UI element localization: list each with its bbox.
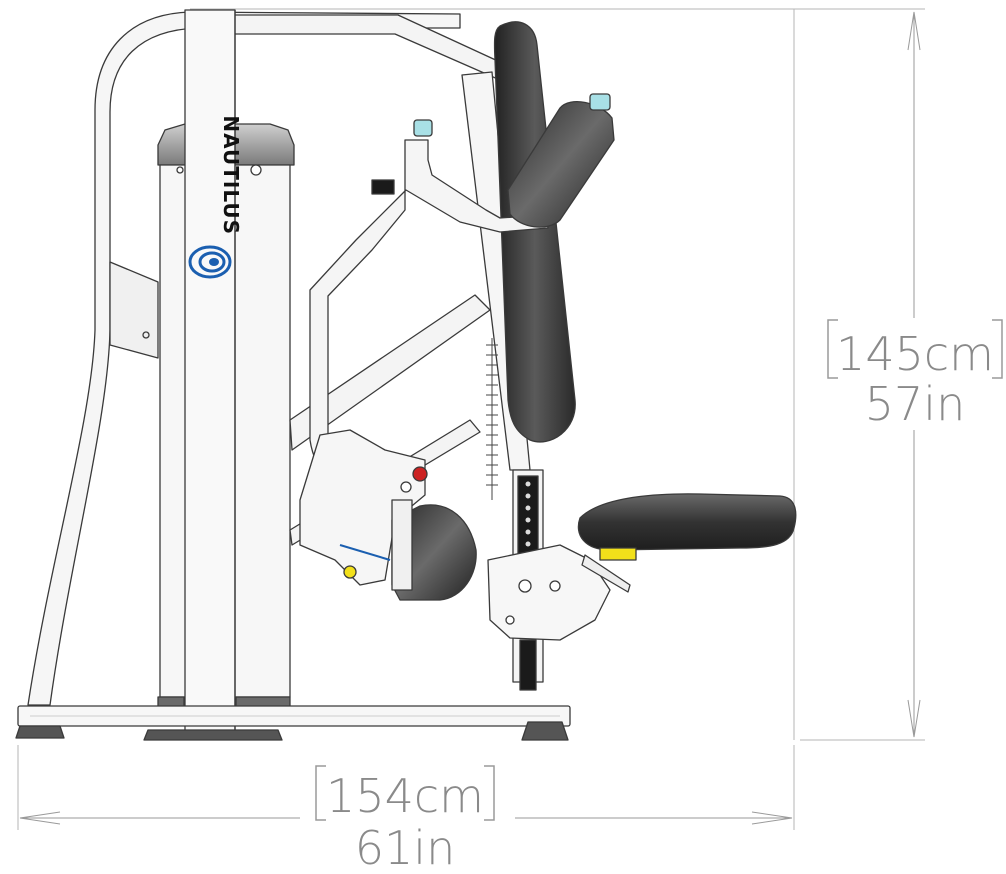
width-label: 154cm 61in — [315, 765, 495, 874]
machine-illustration: NAUTILUS — [15, 9, 797, 741]
brand-name-text: NAUTILUS — [219, 115, 243, 235]
pivot-housing — [299, 429, 426, 586]
width-cm-text: 154cm — [326, 769, 484, 823]
seat-pad — [577, 493, 797, 551]
height-in-text: 57in — [865, 377, 965, 431]
front-foot — [521, 721, 569, 741]
width-in-text: 61in — [355, 821, 455, 874]
selector-pin-knob — [412, 466, 428, 482]
arm-tip-cap — [413, 119, 433, 137]
brand-swirl-icon — [188, 245, 232, 279]
side-shroud — [109, 261, 159, 359]
main-upright — [184, 9, 236, 739]
center-foot — [143, 729, 283, 741]
seat-warning-label — [599, 547, 637, 561]
counterbalance-spring — [486, 338, 498, 500]
rear-frame-tube — [27, 11, 461, 706]
seat-bracket — [487, 544, 611, 641]
height-label: 145cm 57in — [827, 319, 1003, 431]
upper-roller-pad — [507, 93, 615, 228]
height-dimension-line — [907, 11, 921, 738]
back-pad — [493, 21, 576, 443]
brand-logo: NAUTILUS — [188, 115, 243, 279]
width-dimension-line — [19, 811, 793, 825]
upper-roller-tip — [589, 93, 611, 111]
lower-roller-pad — [391, 499, 477, 601]
dimension-frame — [17, 8, 925, 830]
height-cm-text: 145cm — [836, 327, 994, 381]
rear-foot — [15, 725, 65, 739]
